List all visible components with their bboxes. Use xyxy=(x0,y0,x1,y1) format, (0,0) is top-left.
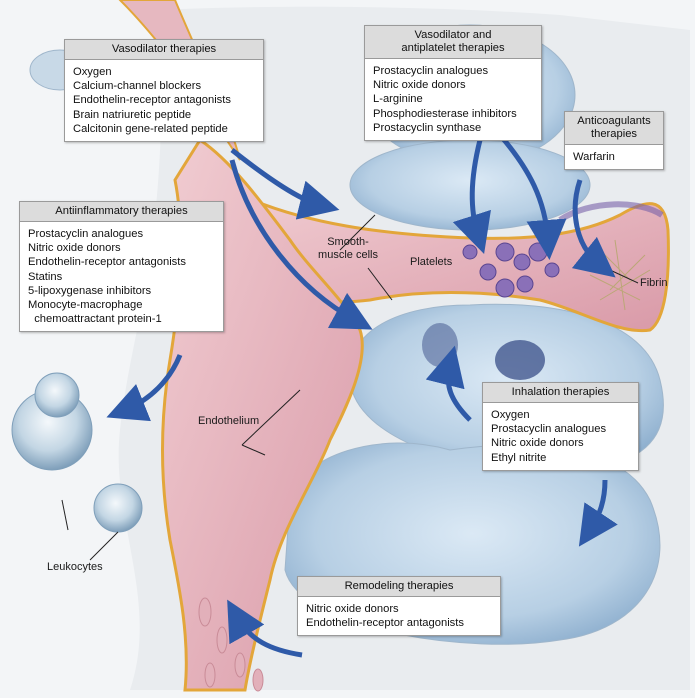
antiinflammatory-list: Prostacyclin analogues Nitric oxide dono… xyxy=(20,222,223,331)
list-item: Ethyl nitrite xyxy=(491,451,547,464)
leader-lines xyxy=(61,214,639,561)
list-item: Monocyte-macrophage xyxy=(28,299,143,312)
title-line: antiplatelet therapies xyxy=(401,42,505,54)
antiinflammatory-title: Antiinflammatory therapies xyxy=(20,202,223,222)
inhalation-list: Oxygen Prostacyclin analogues Nitric oxi… xyxy=(483,403,638,470)
list-item: Calcium-channel blockers xyxy=(73,80,202,93)
therapy-arrows xyxy=(106,133,618,658)
fibrin-label: Fibrin xyxy=(640,277,668,289)
list-item: Endothelin-receptor antagonists xyxy=(306,617,464,630)
list-item: Nitric oxide donors xyxy=(491,437,584,450)
list-item: Nitric oxide donors xyxy=(373,79,466,92)
list-item: L-arginine xyxy=(373,93,423,106)
vasodilator-antiplatelet-box: Vasodilator and antiplatelet therapies P… xyxy=(364,25,542,142)
list-item: Prostacyclin synthase xyxy=(373,121,482,134)
list-item: Prostacyclin analogues xyxy=(28,228,144,240)
endothelium-label: Endothelium xyxy=(198,415,260,427)
list-item: Nitric oxide donors xyxy=(28,242,121,255)
title-line: Vasodilator and xyxy=(414,29,492,41)
title-line: Anticoagulants xyxy=(577,115,651,127)
list-item: Endothelin-receptor antagonists xyxy=(73,94,231,107)
vasodilator-therapies-title: Vasodilator therapies xyxy=(65,40,263,60)
list-item: chemoattractant protein-1 xyxy=(28,313,162,326)
title-line: therapies xyxy=(590,128,638,140)
anticoagulants-title: Anticoagulants therapies xyxy=(565,112,663,145)
list-item: Oxygen xyxy=(491,409,530,421)
list-item: Phosphodiesterase inhibitors xyxy=(373,107,517,120)
inhalation-title: Inhalation therapies xyxy=(483,383,638,403)
label-line: Smooth- xyxy=(327,236,369,248)
list-item: Brain natriuretic peptide xyxy=(73,108,192,121)
remodeling-title: Remodeling therapies xyxy=(298,577,500,597)
list-item: Calcitonin gene-related peptide xyxy=(73,122,228,135)
label-line: muscle cells xyxy=(318,249,378,261)
list-item: Endothelin-receptor antagonists xyxy=(28,256,186,269)
vasodilator-antiplatelet-list: Prostacyclin analogues Nitric oxide dono… xyxy=(365,59,541,140)
antiinflammatory-box: Antiinflammatory therapies Prostacyclin … xyxy=(19,201,224,333)
list-item: Oxygen xyxy=(73,66,112,78)
list-item: Warfarin xyxy=(573,151,615,163)
vasodilator-antiplatelet-title: Vasodilator and antiplatelet therapies xyxy=(365,26,541,59)
leukocytes-label: Leukocytes xyxy=(47,561,103,573)
inhalation-box: Inhalation therapies Oxygen Prostacyclin… xyxy=(482,382,639,471)
remodeling-list: Nitric oxide donors Endothelin-receptor … xyxy=(298,597,500,635)
list-item: Prostacyclin analogues xyxy=(491,423,607,436)
shed-cells xyxy=(198,597,264,692)
remodeling-box: Remodeling therapies Nitric oxide donors… xyxy=(297,576,501,637)
list-item: Prostacyclin analogues xyxy=(373,65,489,77)
list-item: Statins xyxy=(28,270,63,283)
list-item: Nitric oxide donors xyxy=(306,603,399,615)
anticoagulants-box: Anticoagulants therapies Warfarin xyxy=(564,111,664,171)
vasodilator-therapies-list: Oxygen Calcium-channel blockers Endothel… xyxy=(65,60,263,141)
list-item: 5-lipoxygenase inhibitors xyxy=(28,284,152,297)
vasodilator-therapies-box: Vasodilator therapies Oxygen Calcium-cha… xyxy=(64,39,264,143)
leukocytes-cells xyxy=(11,372,143,533)
platelets-label: Platelets xyxy=(410,256,453,268)
smooth-muscle-label: Smooth- muscle cells xyxy=(314,236,382,262)
anticoagulants-list: Warfarin xyxy=(565,145,663,169)
